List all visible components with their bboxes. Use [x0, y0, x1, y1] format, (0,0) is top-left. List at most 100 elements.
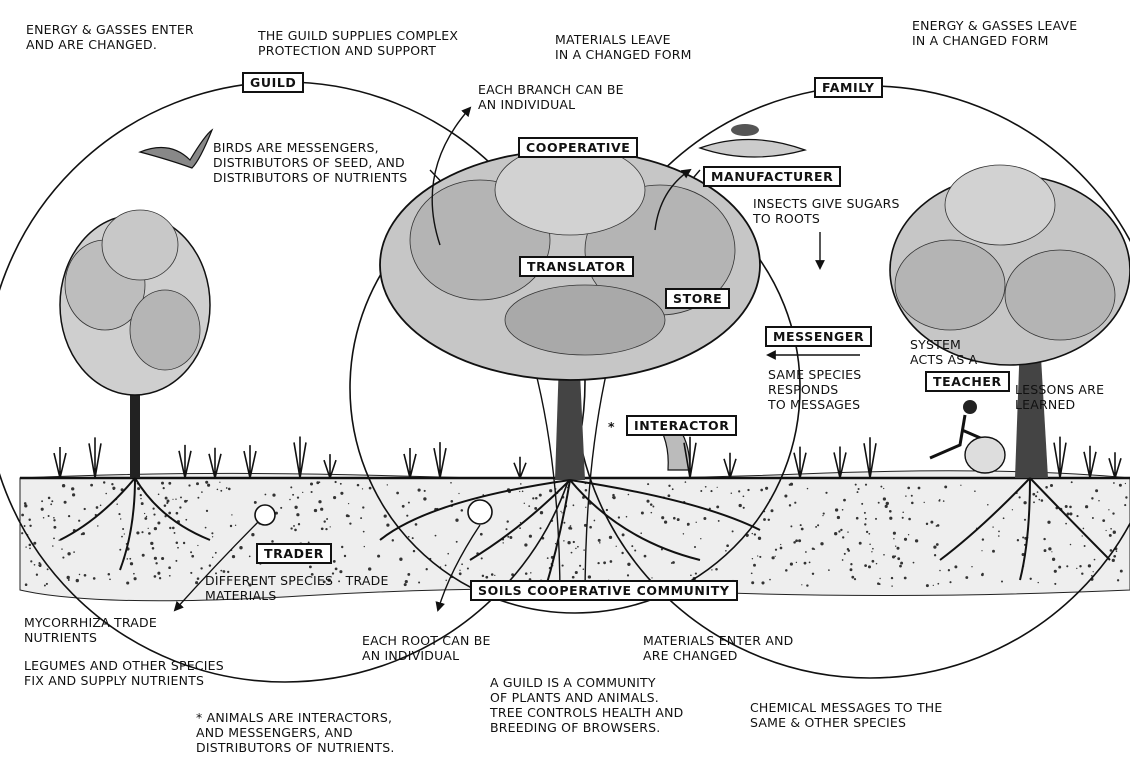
soil-dot: [123, 533, 125, 535]
soil-dot: [899, 564, 902, 568]
soil-dot: [180, 496, 182, 499]
ground-plant: [53, 447, 67, 479]
soil-dot: [574, 570, 578, 575]
soil-dot: [711, 569, 713, 571]
soil-dot: [334, 480, 337, 484]
soil-dot: [418, 581, 421, 584]
ground-plant: [243, 445, 257, 479]
soil-dot: [290, 486, 293, 489]
soil-dot: [97, 525, 99, 527]
soil-dot: [676, 518, 680, 522]
soil-dot: [168, 566, 171, 570]
soil-dot: [936, 524, 940, 527]
guild-label: GUILD: [242, 72, 305, 93]
soil-dot: [333, 496, 337, 500]
soil-dot: [849, 568, 853, 572]
soil-dot: [716, 505, 720, 509]
soil-dot: [585, 506, 587, 508]
annotation-arrows: [173, 106, 860, 612]
soil-dot: [971, 566, 973, 568]
soil-dot: [481, 574, 485, 578]
soil-dot: [511, 573, 514, 577]
soil-dot: [163, 504, 167, 507]
ground-plant: [293, 436, 307, 479]
soil-dot: [589, 525, 592, 529]
soil-dot: [403, 583, 407, 587]
soil-dot: [23, 525, 26, 527]
soil-dot: [71, 487, 75, 491]
note-system-acts: SYSTEM ACTS AS A: [910, 337, 978, 367]
soil-dot: [272, 493, 276, 497]
ground-plant: [208, 447, 222, 479]
soil-dot: [157, 493, 160, 496]
soil-dot: [1070, 481, 1073, 484]
soil-dot: [528, 534, 532, 538]
soil-dot: [908, 517, 911, 521]
note-each-root: EACH ROOT CAN BE AN INDIVIDUAL: [362, 633, 491, 663]
interactor-label: INTERACTOR: [626, 415, 738, 436]
soil-dot: [338, 580, 341, 583]
soil-dot: [885, 501, 889, 506]
family-label: FAMILY: [814, 77, 883, 98]
soil-dot: [168, 574, 171, 577]
soil-dot: [1051, 551, 1053, 553]
soil-dot: [751, 532, 753, 535]
bird-figure: [138, 128, 214, 169]
soil-dot: [785, 569, 788, 572]
soil-dot: [406, 514, 409, 517]
soil-dot: [593, 519, 596, 522]
soil-dot: [341, 545, 344, 549]
soil-dot: [788, 483, 791, 486]
soil-dot: [63, 500, 67, 504]
soil-dot: [219, 481, 221, 483]
soil-dot: [872, 547, 874, 550]
soil-dot: [850, 563, 853, 566]
soil-dot: [1111, 558, 1115, 563]
soil-dot: [200, 567, 203, 570]
soil-dot: [577, 545, 579, 548]
soil-dot: [738, 490, 741, 493]
soil-dot: [889, 516, 893, 520]
soil-dot: [1038, 498, 1041, 501]
soil-dot: [152, 507, 155, 510]
soil-dot: [133, 572, 135, 575]
soil-dot: [757, 536, 762, 540]
soil-dot: [575, 547, 577, 550]
soil-dot: [90, 483, 93, 487]
soil-dot: [71, 493, 76, 497]
soil-dot: [67, 552, 71, 556]
soil-dot: [673, 516, 676, 520]
soils-community-label: SOILS COOPERATIVE COMMUNITY: [470, 580, 738, 601]
soil-dot: [326, 518, 329, 520]
soil-dot: [687, 524, 689, 526]
soil-dot: [863, 511, 866, 514]
soil-dot: [23, 502, 27, 505]
soil-dot: [546, 557, 549, 559]
soil-dot: [161, 556, 165, 561]
soil-dot: [765, 486, 769, 490]
soil-dot: [214, 572, 218, 575]
soil-dot: [605, 508, 609, 512]
ground-plant: [403, 447, 417, 479]
soil-dot: [1069, 543, 1072, 546]
soil-dot: [640, 532, 642, 534]
soil-dot: [569, 525, 572, 527]
soil-dot: [228, 487, 231, 491]
soil-dot: [1037, 581, 1039, 584]
soil-dot: [347, 514, 350, 518]
soil-dot: [29, 524, 32, 527]
soil-dot: [840, 528, 843, 532]
soil-dot: [211, 536, 214, 538]
soil-dot: [694, 572, 697, 575]
soil-dot: [112, 486, 116, 490]
soil-dot: [528, 505, 531, 507]
soil-dot: [1102, 519, 1106, 522]
soil-dot: [1093, 558, 1096, 561]
soil-dot: [205, 480, 209, 484]
soil-dot: [1124, 504, 1127, 507]
soil-dot: [322, 580, 326, 584]
soil-dot: [981, 550, 983, 552]
soil-dot: [524, 572, 528, 575]
soil-dot: [309, 482, 314, 486]
soil-dot: [532, 497, 535, 500]
